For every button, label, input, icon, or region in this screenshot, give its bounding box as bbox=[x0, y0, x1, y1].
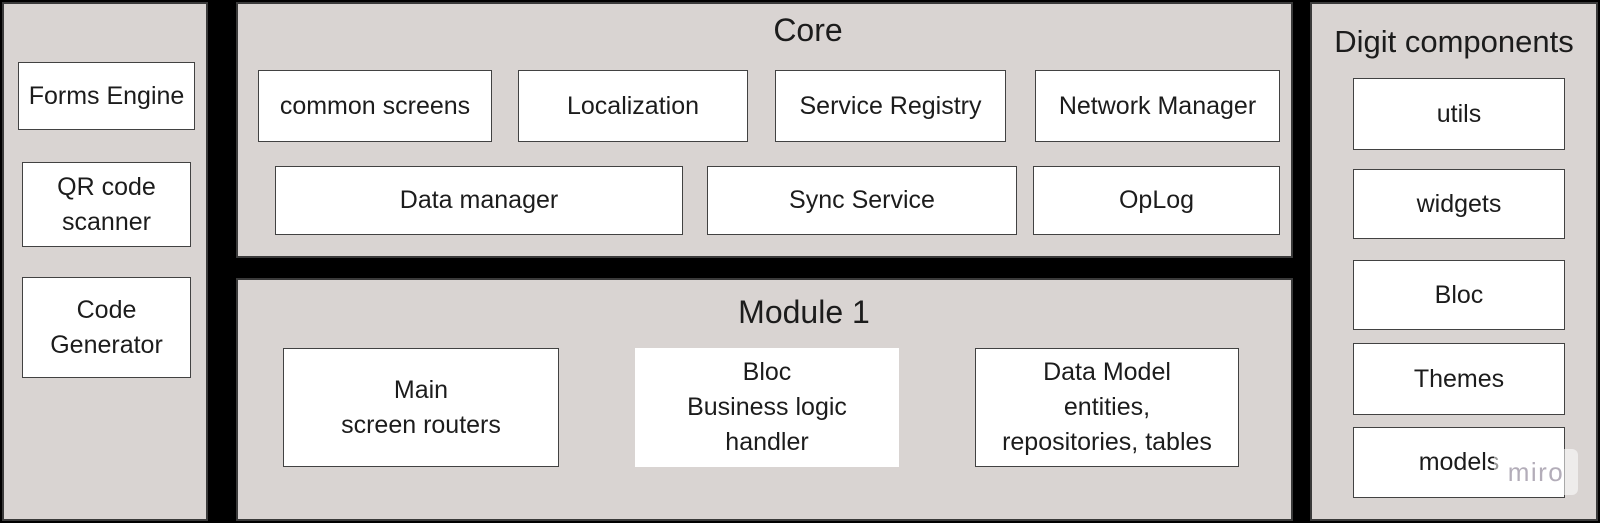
box-network-manager[interactable]: Network Manager bbox=[1035, 70, 1280, 142]
digit-components-panel[interactable]: Digit components utils widgets Bloc Them… bbox=[1310, 2, 1598, 521]
box-qr-code-scanner-label: QR code scanner bbox=[57, 172, 156, 236]
box-widgets[interactable]: widgets bbox=[1353, 169, 1565, 239]
box-localization[interactable]: Localization bbox=[518, 70, 748, 142]
left-modules-panel[interactable]: Forms Engine QR code scanner Code Genera… bbox=[2, 2, 208, 521]
box-main-screen-routers[interactable]: Main screen routers bbox=[283, 348, 559, 467]
box-bloc-business-logic-handler[interactable]: Bloc Business logic handler bbox=[635, 348, 899, 467]
box-localization-label: Localization bbox=[566, 91, 700, 120]
module1-panel[interactable]: Module 1 Main screen routers Bloc Busine… bbox=[236, 278, 1293, 521]
box-widgets-label: widgets bbox=[1416, 189, 1502, 218]
miro-watermark-label: miro bbox=[1507, 456, 1565, 487]
box-data-manager[interactable]: Data manager bbox=[275, 166, 683, 235]
box-oplog-label: OpLog bbox=[1118, 186, 1195, 214]
box-sync-service-label: Sync Service bbox=[789, 186, 935, 214]
box-common-screens-label: common screens bbox=[279, 91, 471, 120]
box-common-screens[interactable]: common screens bbox=[258, 70, 492, 142]
box-code-generator[interactable]: Code Generator bbox=[22, 277, 191, 378]
box-oplog[interactable]: OpLog bbox=[1033, 166, 1280, 235]
box-models-label: models bbox=[1418, 448, 1500, 476]
box-data-manager-label: Data manager bbox=[399, 186, 559, 214]
box-data-model-label: Data Model entities, repositories, table… bbox=[1002, 358, 1212, 456]
box-service-registry[interactable]: Service Registry bbox=[775, 70, 1006, 142]
box-sync-service[interactable]: Sync Service bbox=[707, 166, 1017, 235]
miro-watermark: miro bbox=[1494, 449, 1578, 495]
box-themes[interactable]: Themes bbox=[1353, 343, 1565, 415]
box-themes-label: Themes bbox=[1413, 364, 1505, 393]
box-forms-engine-label: Forms Engine bbox=[28, 81, 185, 110]
box-utils-label: utils bbox=[1436, 99, 1482, 128]
core-panel[interactable]: Core common screens Localization Service… bbox=[236, 2, 1293, 258]
box-network-manager-label: Network Manager bbox=[1058, 91, 1257, 120]
digit-components-panel-title: Digit components bbox=[1334, 24, 1574, 59]
module1-panel-title: Module 1 bbox=[738, 294, 870, 330]
core-panel-title: Core bbox=[773, 12, 843, 48]
box-forms-engine[interactable]: Forms Engine bbox=[18, 62, 195, 130]
box-data-model[interactable]: Data Model entities, repositories, table… bbox=[975, 348, 1239, 467]
box-bloc-business-logic-handler-label: Bloc Business logic handler bbox=[687, 358, 847, 456]
box-main-screen-routers-label: Main screen routers bbox=[341, 375, 501, 439]
box-utils[interactable]: utils bbox=[1353, 78, 1565, 150]
box-qr-code-scanner[interactable]: QR code scanner bbox=[22, 162, 191, 247]
box-service-registry-label: Service Registry bbox=[799, 91, 982, 120]
box-bloc[interactable]: Bloc bbox=[1353, 260, 1565, 330]
box-code-generator-label: Code Generator bbox=[50, 295, 163, 359]
box-bloc-label: Bloc bbox=[1434, 280, 1484, 309]
